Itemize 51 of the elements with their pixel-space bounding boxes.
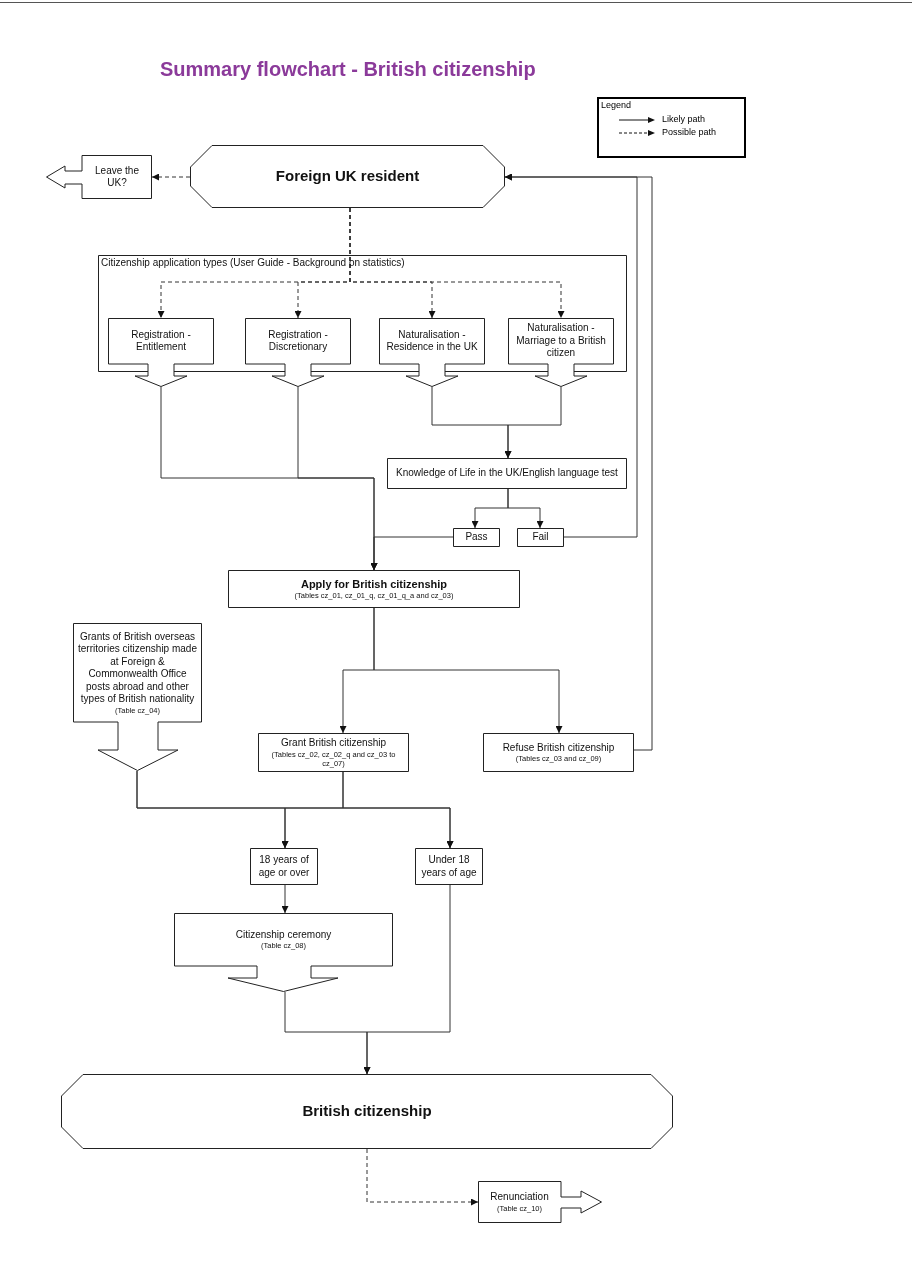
block-arrow-box bbox=[174, 913, 393, 992]
legend-text: Likely path bbox=[662, 114, 706, 126]
node-label: Fail bbox=[532, 531, 549, 544]
connector-arrow bbox=[507, 488, 544, 529]
process-box bbox=[415, 848, 483, 885]
connector-arrow bbox=[504, 386, 562, 459]
node-label: Grants of British overseas territories citizenship made at Foreign & Commonwealth Office posts abroad and other types of British nationality bbox=[77, 630, 198, 706]
legend-text: Possible path bbox=[662, 127, 717, 139]
connector-arrow bbox=[370, 536, 454, 571]
connector-arrow bbox=[281, 884, 289, 914]
outcome-box bbox=[517, 528, 564, 547]
node-label: Naturalisation - Residence in the UK bbox=[385, 328, 479, 354]
process-box bbox=[228, 570, 520, 608]
node-label: Leave the UK? bbox=[94, 164, 140, 190]
node-label: Pass bbox=[465, 531, 488, 544]
process-box bbox=[387, 458, 627, 489]
connector-arrow bbox=[349, 207, 565, 319]
block-arrow-box bbox=[245, 318, 351, 387]
node-label: Grant British citizenship bbox=[280, 737, 386, 750]
outcome-box bbox=[453, 528, 500, 547]
node-label: Registration - Discretionary bbox=[267, 328, 329, 354]
connector-arrow bbox=[151, 173, 191, 181]
process-box bbox=[483, 733, 634, 772]
legend-heading: Legend bbox=[601, 100, 632, 112]
connector-arrow bbox=[504, 173, 653, 751]
node-label: Citizenship ceremony bbox=[235, 928, 332, 942]
connector-arrow bbox=[342, 771, 454, 849]
process-box bbox=[258, 733, 409, 772]
exit-arrow-box bbox=[478, 1181, 602, 1223]
terminal-octagon bbox=[190, 145, 505, 208]
block-arrow-box bbox=[508, 318, 614, 387]
node-label: Apply for British citizenship bbox=[300, 577, 448, 592]
node-label: Renunciation bbox=[490, 1191, 549, 1204]
node-label: 18 years of age or over bbox=[257, 854, 311, 879]
block-arrow-box bbox=[108, 318, 214, 387]
node-label: Registration - Entitlement bbox=[130, 328, 192, 354]
connector-arrow bbox=[373, 607, 563, 734]
node-label: Naturalisation - Marriage to a British citizen bbox=[515, 322, 607, 360]
block-arrow-box bbox=[379, 318, 485, 387]
connector-arrow bbox=[366, 1148, 479, 1206]
node-label: Refuse British citizenship bbox=[502, 741, 615, 755]
connector-arrow bbox=[363, 884, 451, 1075]
group-heading: Citizenship application types (User Guide - Background on statistics) bbox=[101, 257, 405, 270]
node-label: British citizenship bbox=[302, 1102, 432, 1121]
exit-arrow-box bbox=[46, 155, 152, 199]
node-label: Knowledge of Life in the UK/English language test bbox=[396, 467, 618, 480]
process-box bbox=[250, 848, 318, 885]
diagram-title: Summary flowchart - British citizenship bbox=[160, 57, 536, 82]
node-label: Under 18 years of age bbox=[420, 854, 478, 879]
node-label: Foreign UK resident bbox=[275, 167, 420, 186]
block-arrow-box bbox=[73, 623, 202, 771]
